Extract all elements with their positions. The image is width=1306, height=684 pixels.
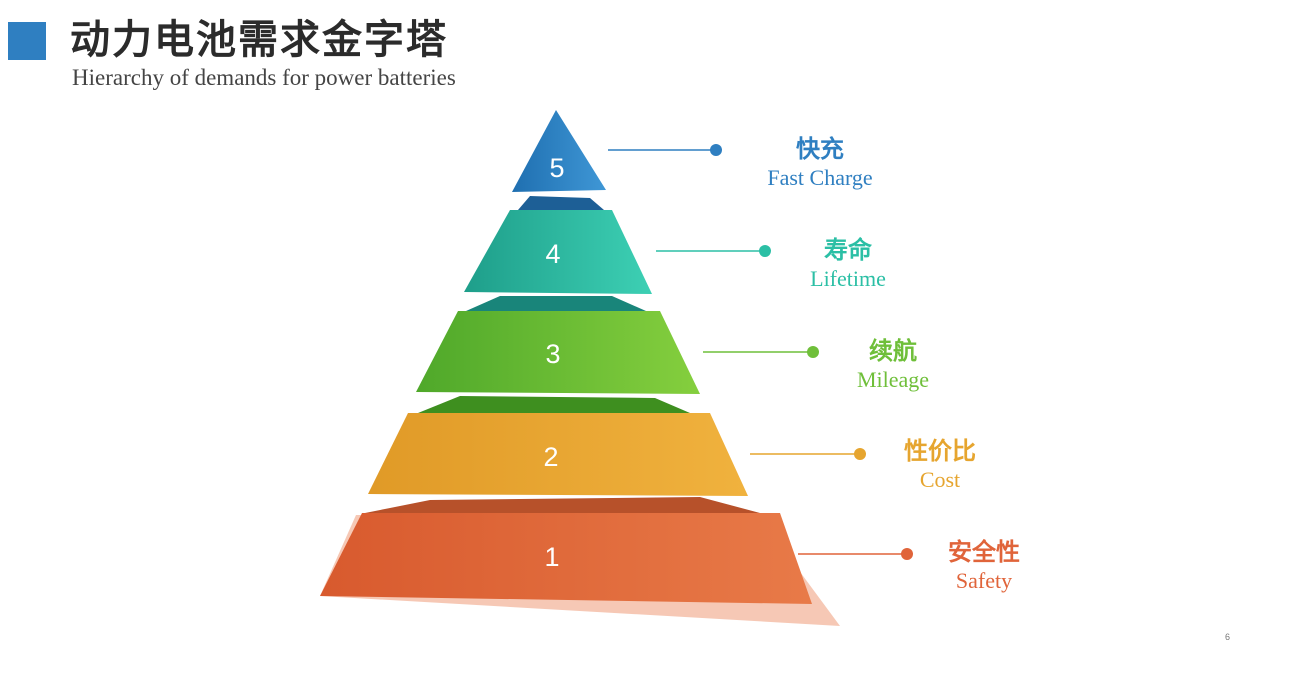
tier-4-dot: [759, 245, 771, 257]
page-subtitle: Hierarchy of demands for power batteries: [72, 65, 456, 90]
tier-3-label-en: Mileage: [856, 367, 930, 392]
tier-2-label-en: Cost: [919, 467, 961, 492]
tier-2-fold: [418, 396, 690, 413]
tier-1-label-en: Safety: [955, 568, 1013, 593]
tier-1-number: 1: [544, 542, 559, 572]
tier-2-label-zh: 性价比: [904, 437, 976, 465]
tier-2-dot: [854, 448, 866, 460]
page-title: 动力电池需求金字塔: [70, 17, 448, 63]
tier-3-band: [416, 311, 700, 394]
tier-4-label: 寿命 Lifetime: [758, 235, 938, 293]
page-number: 6: [1225, 632, 1231, 642]
tier-5-label-en: Fast Charge: [767, 165, 873, 190]
tier-1-fold: [365, 497, 760, 513]
tier-4-fold: [518, 196, 604, 210]
tier-2-band: [368, 413, 748, 496]
tier-5-label-zh: 快充: [796, 135, 844, 163]
tier-2-label: 性价比 Cost: [850, 436, 1030, 494]
tier-5-label: 快充 Fast Charge: [730, 134, 910, 192]
tier-3-number: 3: [545, 339, 560, 369]
tier-1-band: [320, 513, 812, 604]
tier-5-dot: [710, 144, 722, 156]
tier-3-dot: [807, 346, 819, 358]
title-accent-square: [8, 22, 46, 60]
tier-3-label-zh: 续航: [869, 337, 917, 365]
tier-1-dot: [901, 548, 913, 560]
tier-4-label-zh: 寿命: [824, 236, 872, 264]
tier-3-label: 续航 Mileage: [803, 336, 983, 394]
tier-5-number: 5: [549, 153, 564, 183]
tier-3-fold: [466, 296, 646, 311]
tier-4-label-en: Lifetime: [810, 266, 886, 291]
tier-4-number: 4: [545, 239, 560, 269]
tier-2-number: 2: [543, 442, 558, 472]
tier-1-label-zh: 安全性: [948, 538, 1020, 566]
tier-4-band: [464, 210, 652, 294]
tier-1-label: 安全性 Safety: [894, 537, 1074, 595]
tier-5-band: [512, 110, 606, 192]
